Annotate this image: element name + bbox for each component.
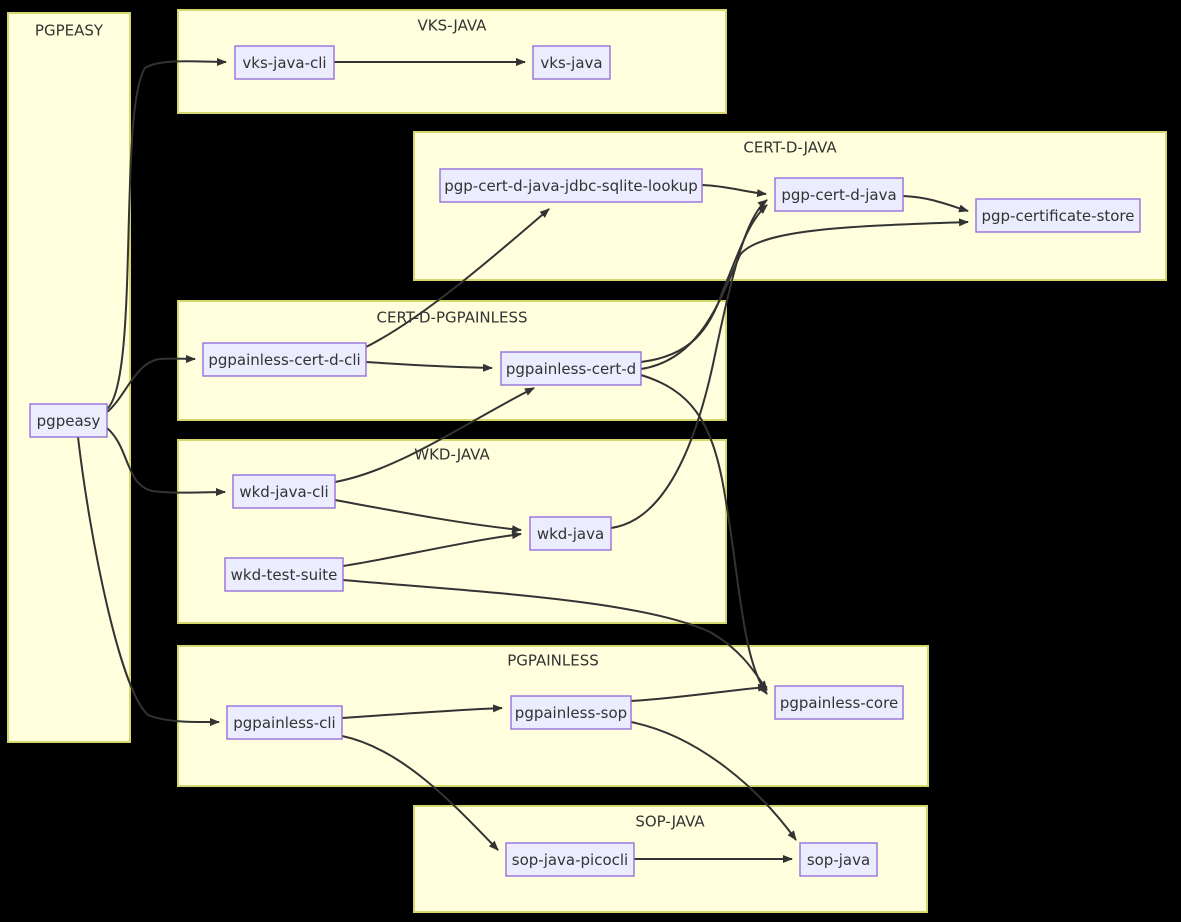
node-box[interactable] [529, 516, 612, 551]
edge-pgp-cert-d-java-to-pgp-certificate-store [902, 195, 969, 213]
node-label: pgpainless-sop [515, 704, 627, 722]
node-wkd-test-suite[interactable]: wkd-test-suite [224, 557, 344, 592]
node-pgpainless-sop[interactable]: pgpainless-sop [510, 695, 632, 730]
node-box[interactable] [774, 177, 904, 212]
node-pgpeasy[interactable]: pgpeasy [29, 403, 108, 438]
edge-pgpainless-cli-to-pgpainless-sop [341, 704, 503, 719]
node-label: pgpeasy [37, 412, 101, 430]
node-label: pgpainless-cert-d [506, 360, 636, 378]
node-pgpainless-cert-d-cli[interactable]: pgpainless-cert-d-cli [202, 342, 367, 377]
cluster-label: PGPAINLESS [507, 652, 599, 670]
cluster-label: CERT-D-PGPAINLESS [377, 309, 528, 327]
clusters-layer: PGPEASY VKS-JAVA CERT-D-JAVA CERT-D-PGPAINL… [7, 9, 1167, 913]
node-sop-java[interactable]: sop-java [799, 842, 878, 877]
node-box[interactable] [774, 685, 904, 720]
node-label: vks-java [540, 54, 602, 72]
edge-pgpainless-cert-d-to-pgpainless-core [640, 374, 768, 695]
cluster-box [177, 439, 727, 624]
edge-pgpainless-sop-to-sop-java [630, 721, 797, 841]
node-box[interactable] [224, 557, 344, 592]
node-pgpainless-cli[interactable]: pgpainless-cli [226, 705, 343, 740]
node-box[interactable] [510, 695, 632, 730]
edge-wkd-java-cli-to-pgpainless-cert-d [334, 387, 535, 483]
nodes-layer: pgpeasy vks-java-cli vks-java pgp-cert-d-ja… [29, 45, 1141, 877]
node-label: vks-java-cli [242, 54, 326, 72]
node-box[interactable] [505, 842, 635, 877]
node-vks-java[interactable]: vks-java [532, 45, 611, 80]
node-label: pgpainless-core [780, 694, 898, 712]
node-pgpainless-core[interactable]: pgpainless-core [774, 685, 904, 720]
edge-pgpainless-cert-d-cli-to-pgp-cert-d-java-jdbc-sqlite-lookup [365, 208, 550, 348]
edge-wkd-test-suite-to-pgpainless-core [342, 579, 768, 691]
edge-pgpeasy-to-vks-java-cli [106, 57, 227, 410]
node-box[interactable] [232, 474, 336, 509]
node-label: wkd-java-cli [239, 483, 328, 501]
node-box[interactable] [202, 342, 367, 377]
node-label: pgp-certificate-store [981, 207, 1134, 225]
node-box[interactable] [500, 351, 642, 386]
cluster-wkd-java: WKD-JAVA [177, 439, 727, 624]
node-pgp-cert-d-java[interactable]: pgp-cert-d-java [774, 177, 904, 212]
node-box[interactable] [226, 705, 343, 740]
node-box[interactable] [29, 403, 108, 438]
edge-pgpainless-cert-d-to-pgp-cert-d-java [640, 204, 768, 363]
node-label: sop-java [807, 851, 870, 869]
cluster-label: SOP-JAVA [635, 813, 705, 831]
node-sop-java-picocli[interactable]: sop-java-picocli [505, 842, 635, 877]
cluster-label: VKS-JAVA [418, 17, 488, 35]
node-pgp-cert-d-java-jdbc-sqlite-lookup[interactable]: pgp-cert-d-java-jdbc-sqlite-lookup [439, 168, 703, 203]
node-label: sop-java-picocli [512, 851, 628, 869]
cluster-label: PGPEASY [35, 22, 104, 40]
node-wkd-java[interactable]: wkd-java [529, 516, 612, 551]
node-box[interactable] [439, 168, 703, 203]
node-label: pgp-cert-d-java [781, 186, 896, 204]
node-box[interactable] [799, 842, 878, 877]
node-pgpainless-cert-d[interactable]: pgpainless-cert-d [500, 351, 642, 386]
cluster-label: WKD-JAVA [414, 446, 490, 464]
edge-wkd-java-to-pgp-cert-d-java [610, 199, 768, 529]
node-label: pgpainless-cert-d-cli [208, 351, 360, 369]
node-label: wkd-java [537, 525, 604, 543]
node-wkd-java-cli[interactable]: wkd-java-cli [232, 474, 336, 509]
node-label: wkd-test-suite [231, 566, 338, 584]
cluster-box [7, 12, 131, 743]
edge-pgpainless-sop-to-pgpainless-core [630, 683, 768, 702]
cluster-label: CERT-D-JAVA [743, 139, 837, 157]
edge-pgpainless-cert-d-to-pgp-certificate-store [640, 218, 969, 370]
edge-pgpainless-cert-d-cli-to-pgpainless-cert-d [365, 361, 493, 372]
cluster-pgpeasy: PGPEASY [7, 12, 131, 743]
node-label: pgp-cert-d-java-jdbc-sqlite-lookup [444, 177, 698, 195]
edges-layer [77, 57, 969, 863]
edge-wkd-test-suite-to-wkd-java [342, 531, 522, 567]
edge-pgpeasy-to-wkd-java-cli [106, 427, 226, 497]
edge-wkd-java-cli-to-wkd-java [334, 499, 522, 534]
node-box[interactable] [532, 45, 611, 80]
edge-pgpeasy-to-pgpainless-cli [77, 436, 220, 727]
node-pgp-certificate-store[interactable]: pgp-certificate-store [975, 198, 1141, 233]
edge-pgpeasy-to-pgpainless-cert-d-cli [106, 354, 196, 413]
edge-pgp-cert-d-java-jdbc-sqlite-lookup-to-pgp-cert-d-java [701, 184, 767, 198]
node-label: pgpainless-cli [233, 714, 335, 732]
node-vks-java-cli[interactable]: vks-java-cli [234, 45, 335, 80]
edge-pgpainless-cli-to-sop-java-picocli [341, 735, 499, 851]
node-box[interactable] [975, 198, 1141, 233]
node-box[interactable] [234, 45, 335, 80]
